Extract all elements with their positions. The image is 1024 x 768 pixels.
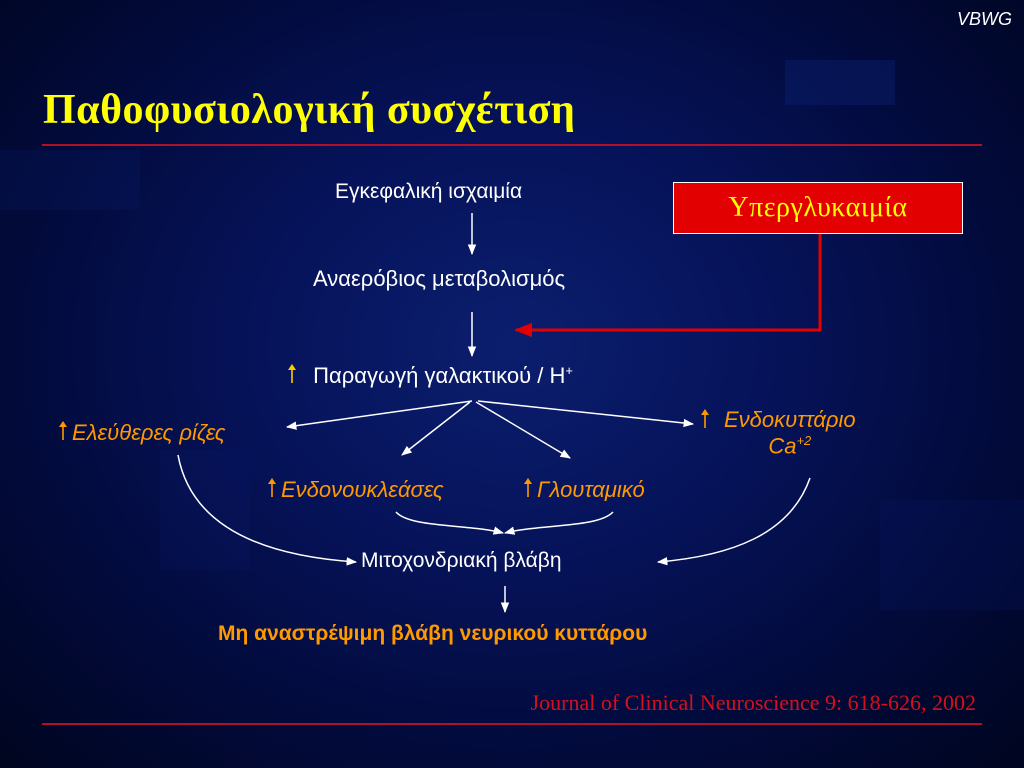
up-arrow-icon — [59, 421, 67, 440]
node-endonucleases: Ενδονουκλεάσες — [267, 477, 444, 503]
node-irreversible-neuronal-damage: Μη αναστρέψιμη βλάβη νευρικού κυττάρου — [218, 622, 648, 645]
title-divider — [42, 144, 982, 146]
arrow-lactate-to-glutamate — [475, 401, 571, 459]
node-cerebral-ischemia: Εγκεφαλική ισχαιμία — [335, 180, 523, 203]
glutamate-label: Γλουταμικό — [537, 477, 645, 502]
arrow-free-radicals-to-mito — [177, 454, 358, 566]
arrow-endonucleases-to-mito — [395, 511, 505, 535]
citation-source: Journal of Clinical Neuroscience 9: 618-… — [530, 690, 976, 715]
intracellular-label-line1: Ενδοκυττάριο — [724, 407, 856, 432]
up-arrow-icon — [268, 478, 276, 497]
arrow-lactate-to-endonucleases — [401, 401, 471, 456]
intracellular-superscript: +2 — [796, 433, 812, 448]
arrow-glutamate-to-mito — [503, 511, 614, 535]
node-intracellular-ca: Ενδοκυττάριο Ca+2 — [700, 407, 856, 459]
arrow-hyperglycemia-to-lactate — [514, 234, 822, 338]
up-arrow-icon — [524, 478, 532, 497]
arrow-lactate-to-intracellular-ca — [477, 400, 695, 428]
vbwg-logo: VBWG — [956, 9, 1012, 29]
arrow-lactate-to-free-radicals — [285, 400, 473, 430]
endonucleases-label: Ενδονουκλεάσες — [281, 477, 444, 502]
up-arrow-icon — [288, 364, 296, 384]
hyperglycemia-box: Υπεργλυκαιμία — [673, 182, 963, 234]
lactate-superscript: + — [565, 363, 573, 378]
node-lactate-production: Παραγωγή γαλακτικού / Η+ — [287, 363, 573, 389]
node-mitochondrial-damage: Μιτοχονδριακή βλάβη — [361, 549, 562, 572]
node-glutamate: Γλουταμικό — [523, 477, 645, 503]
lactate-label: Παραγωγή γαλακτικού / Η — [313, 363, 566, 389]
free-radicals-label: Ελεύθερες ρίζες — [72, 420, 226, 445]
node-free-radicals: Ελεύθερες ρίζες — [58, 420, 225, 446]
slide-title: Παθοφυσιολογική συσχέτιση — [43, 87, 576, 133]
up-arrow-icon — [701, 409, 709, 428]
footer-divider — [42, 723, 982, 725]
intracellular-label-line2: Ca — [768, 433, 797, 459]
node-anaerobic-metabolism: Αναερόβιος μεταβολισμός — [313, 266, 566, 291]
arrow-intracellular-ca-to-mito — [656, 477, 811, 566]
